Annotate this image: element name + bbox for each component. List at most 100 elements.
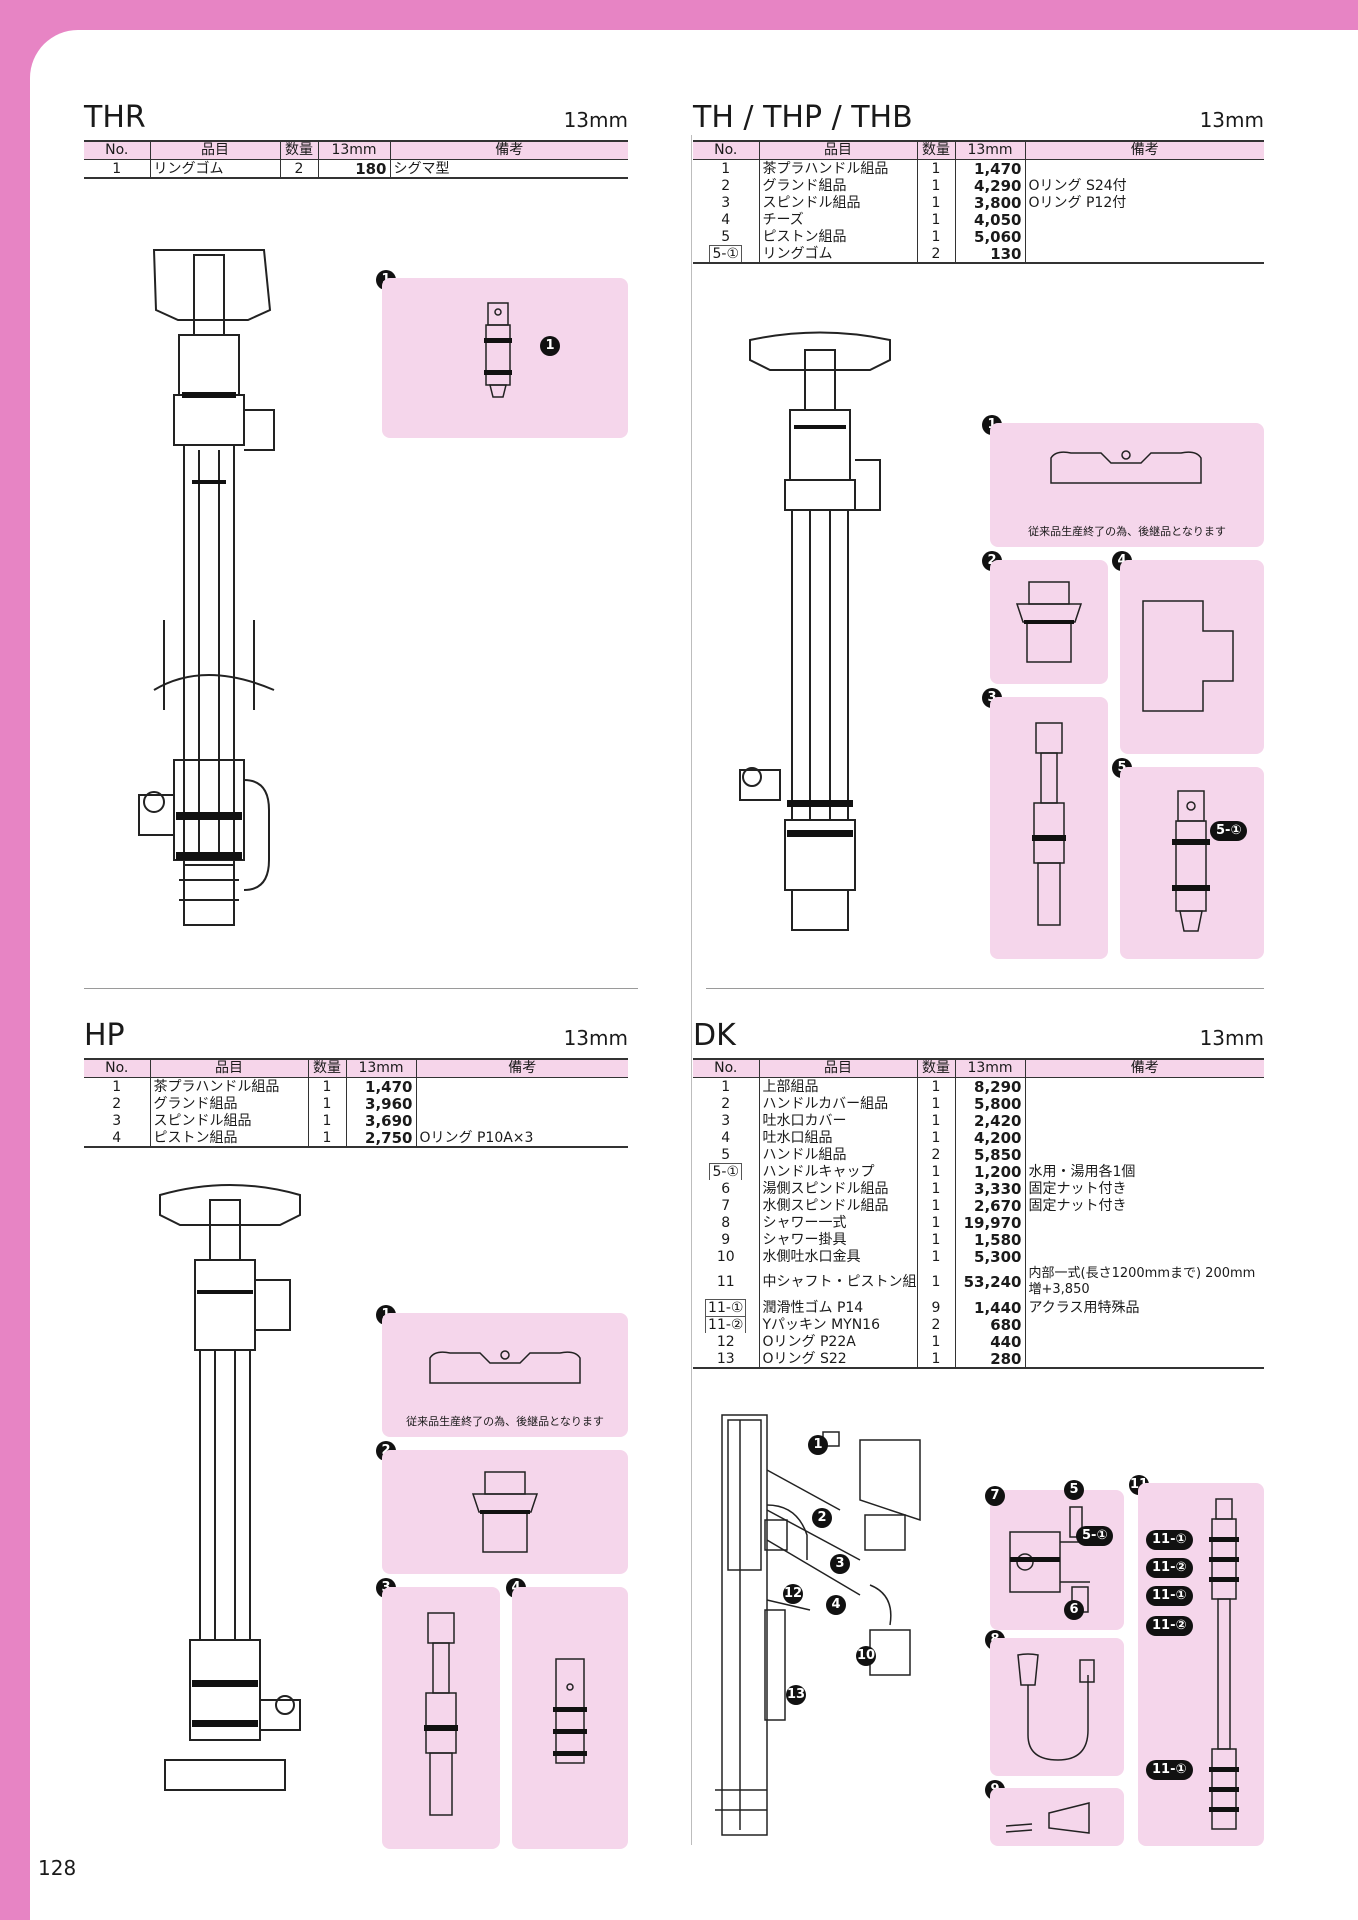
cell-note: Oリング P10A×3 bbox=[415, 1129, 628, 1148]
dk-badge-12: 12 bbox=[783, 1584, 803, 1604]
dk-badge-10: 10 bbox=[856, 1646, 876, 1666]
cell-no: 3 bbox=[112, 1112, 122, 1129]
section-size-hp: 13mm bbox=[563, 1026, 628, 1050]
cell-note bbox=[1024, 1077, 1264, 1095]
thr-panel-1 bbox=[382, 278, 628, 438]
cell-price: 130 bbox=[954, 245, 1025, 264]
col-header: 数量 bbox=[916, 140, 955, 160]
col-header: No. bbox=[693, 1058, 759, 1078]
cell-no: 6 bbox=[721, 1180, 731, 1197]
cell-note bbox=[1024, 1112, 1264, 1129]
cell-price: 5,300 bbox=[954, 1248, 1025, 1265]
cell-note: シグマ型 bbox=[389, 159, 628, 179]
cell-item: Oリング S22 bbox=[758, 1350, 917, 1369]
shower-drawing bbox=[1017, 1653, 1095, 1761]
cell-note bbox=[1024, 228, 1264, 245]
cell-price: 3,690 bbox=[345, 1112, 416, 1129]
cell-price: 440 bbox=[954, 1333, 1025, 1350]
col-header: 品目 bbox=[758, 140, 917, 160]
cell-qty: 1 bbox=[916, 159, 955, 177]
cell-qty: 1 bbox=[916, 211, 955, 228]
cell-no: 7 bbox=[721, 1197, 731, 1214]
col-header: 品目 bbox=[758, 1058, 917, 1078]
cell-no: 3 bbox=[721, 194, 731, 211]
cell-qty: 1 bbox=[916, 1077, 955, 1095]
cell-qty: 1 bbox=[916, 1231, 955, 1248]
spindle-drawing bbox=[424, 1612, 458, 1816]
cell-note: Oリング P12付 bbox=[1024, 194, 1264, 211]
cell-item: 吐水口カバー bbox=[758, 1112, 917, 1129]
cell-qty: 1 bbox=[916, 1214, 955, 1231]
cell-qty: 1 bbox=[916, 1095, 955, 1112]
cell-no: 9 bbox=[721, 1231, 731, 1248]
spindle-assembly-drawing bbox=[1009, 1506, 1090, 1613]
cell-price: 1,470 bbox=[345, 1077, 416, 1095]
table-row: 1 リングゴム 2 180 シグマ型 bbox=[84, 159, 628, 179]
hp-panel-2 bbox=[382, 1450, 628, 1574]
cell-item: 湯側スピンドル組品 bbox=[758, 1180, 917, 1197]
cell-note: Oリング S24付 bbox=[1024, 177, 1264, 194]
dk-badge-2: 2 bbox=[812, 1508, 832, 1528]
cell-price: 680 bbox=[954, 1316, 1025, 1333]
cell-qty: 2 bbox=[279, 159, 318, 179]
dk-badge-7: 7 bbox=[985, 1486, 1005, 1506]
cell-no: 1 bbox=[721, 160, 731, 177]
catalog-page: THR 13mm No. 品目 数量 13mm 備考 1 リングゴム 2 180… bbox=[30, 30, 1358, 1920]
spindle-drawing bbox=[1032, 722, 1066, 926]
col-header: 数量 bbox=[916, 1058, 955, 1078]
cell-qty: 1 bbox=[916, 1129, 955, 1146]
gland-drawing bbox=[471, 1471, 539, 1553]
cell-price: 180 bbox=[317, 159, 390, 179]
cell-note bbox=[1024, 1095, 1264, 1112]
cell-no: 10 bbox=[716, 1248, 735, 1265]
cell-qty: 1 bbox=[916, 1265, 955, 1299]
cell-qty: 9 bbox=[916, 1299, 955, 1316]
cell-note: 固定ナット付き bbox=[1024, 1197, 1264, 1214]
sub-number: 11-② bbox=[705, 1316, 747, 1333]
dk-badge-6: 6 bbox=[1064, 1600, 1084, 1620]
cell-qty: 1 bbox=[916, 1350, 955, 1369]
badge-1-callout: 1 bbox=[540, 336, 560, 356]
cell-no: 3 bbox=[721, 1112, 731, 1129]
cell-item: リングゴム bbox=[758, 245, 917, 264]
cell-no: 13 bbox=[693, 1350, 759, 1369]
cell-item: シャワー一式 bbox=[758, 1214, 917, 1231]
shaft-drawing bbox=[1209, 1498, 1239, 1830]
cell-item: 茶プラハンドル組品 bbox=[758, 159, 917, 177]
th-panel-4 bbox=[1120, 560, 1264, 754]
cell-qty: 1 bbox=[916, 1180, 955, 1197]
cell-no: 5 bbox=[721, 228, 731, 245]
col-header: 品目 bbox=[149, 1058, 308, 1078]
cell-note: 固定ナット付き bbox=[1024, 1180, 1264, 1197]
piston-drawing bbox=[1172, 790, 1210, 932]
gland-drawing bbox=[1015, 581, 1083, 663]
cell-price: 5,800 bbox=[954, 1095, 1025, 1112]
cell-note bbox=[1024, 1248, 1264, 1265]
dk-callout-11-1c: 11-① bbox=[1146, 1760, 1193, 1780]
col-header: 13mm bbox=[954, 1058, 1025, 1078]
dk-callout-11-1a: 11-① bbox=[1146, 1530, 1193, 1550]
dk-callout-11-1b: 11-① bbox=[1146, 1586, 1193, 1606]
cell-note bbox=[1024, 1214, 1264, 1231]
cell-price: 1,440 bbox=[954, 1299, 1025, 1316]
dk-badge-1: 1 bbox=[808, 1435, 828, 1455]
column-divider bbox=[691, 135, 692, 1845]
col-header: 備考 bbox=[1024, 1058, 1264, 1078]
dk-exploded-drawing bbox=[715, 1414, 921, 1836]
cell-qty: 2 bbox=[916, 1316, 955, 1333]
cell-price: 3,960 bbox=[345, 1095, 416, 1112]
col-header: 備考 bbox=[389, 140, 628, 160]
section-size-dk: 13mm bbox=[1199, 1026, 1264, 1050]
callout-5-1: 5-① bbox=[1210, 821, 1248, 841]
section-title-hp: HP bbox=[84, 1018, 125, 1053]
hp-faucet-drawing bbox=[159, 1184, 301, 1791]
handle-drawing bbox=[429, 1350, 581, 1384]
